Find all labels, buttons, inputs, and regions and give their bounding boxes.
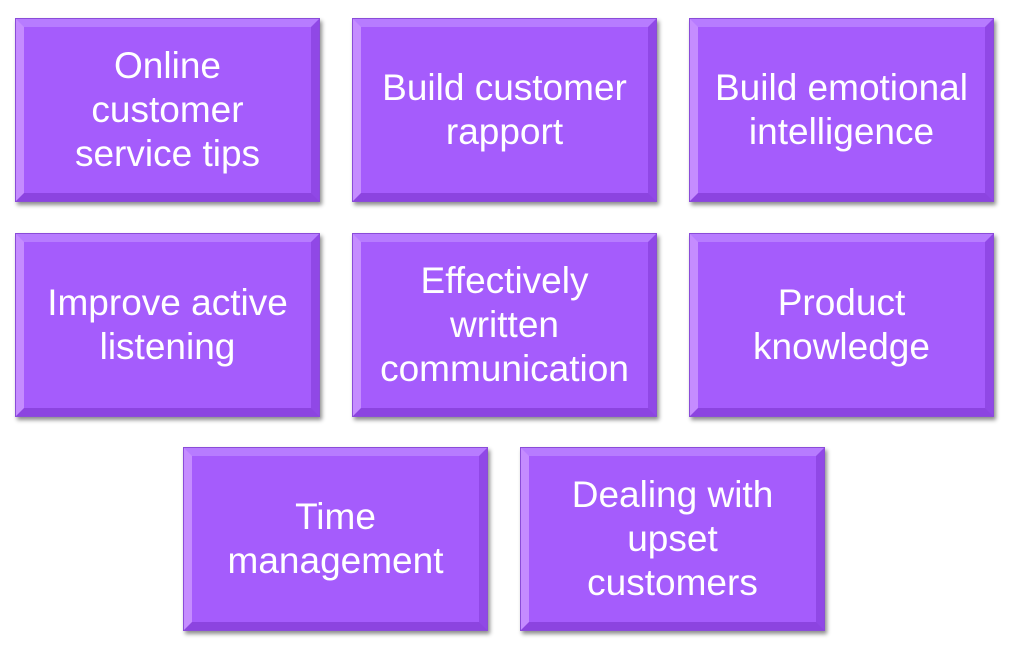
- tip-box-online-customer-service: Online customer service tips: [15, 18, 320, 202]
- tip-label: Effectively written communication: [380, 260, 629, 389]
- tip-box-written-communication: Effectively written communication: [352, 233, 657, 417]
- tip-box-build-rapport: Build customer rapport: [352, 18, 657, 202]
- tip-box-upset-customers: Dealing with upset customers: [520, 447, 825, 631]
- tip-label: Dealing with upset customers: [571, 474, 774, 603]
- tip-box-time-management: Time management: [183, 447, 488, 631]
- tip-label: Product knowledge: [753, 282, 930, 367]
- tip-box-product-knowledge: Product knowledge: [689, 233, 994, 417]
- tip-label: Improve active listening: [47, 282, 288, 367]
- tip-box-emotional-intelligence: Build emotional intelligence: [689, 18, 994, 202]
- tip-box-active-listening: Improve active listening: [15, 233, 320, 417]
- tip-label: Online customer service tips: [74, 45, 261, 174]
- tip-label: Build customer rapport: [382, 67, 627, 152]
- tip-label: Build emotional intelligence: [715, 67, 968, 152]
- tip-label: Time management: [227, 496, 444, 581]
